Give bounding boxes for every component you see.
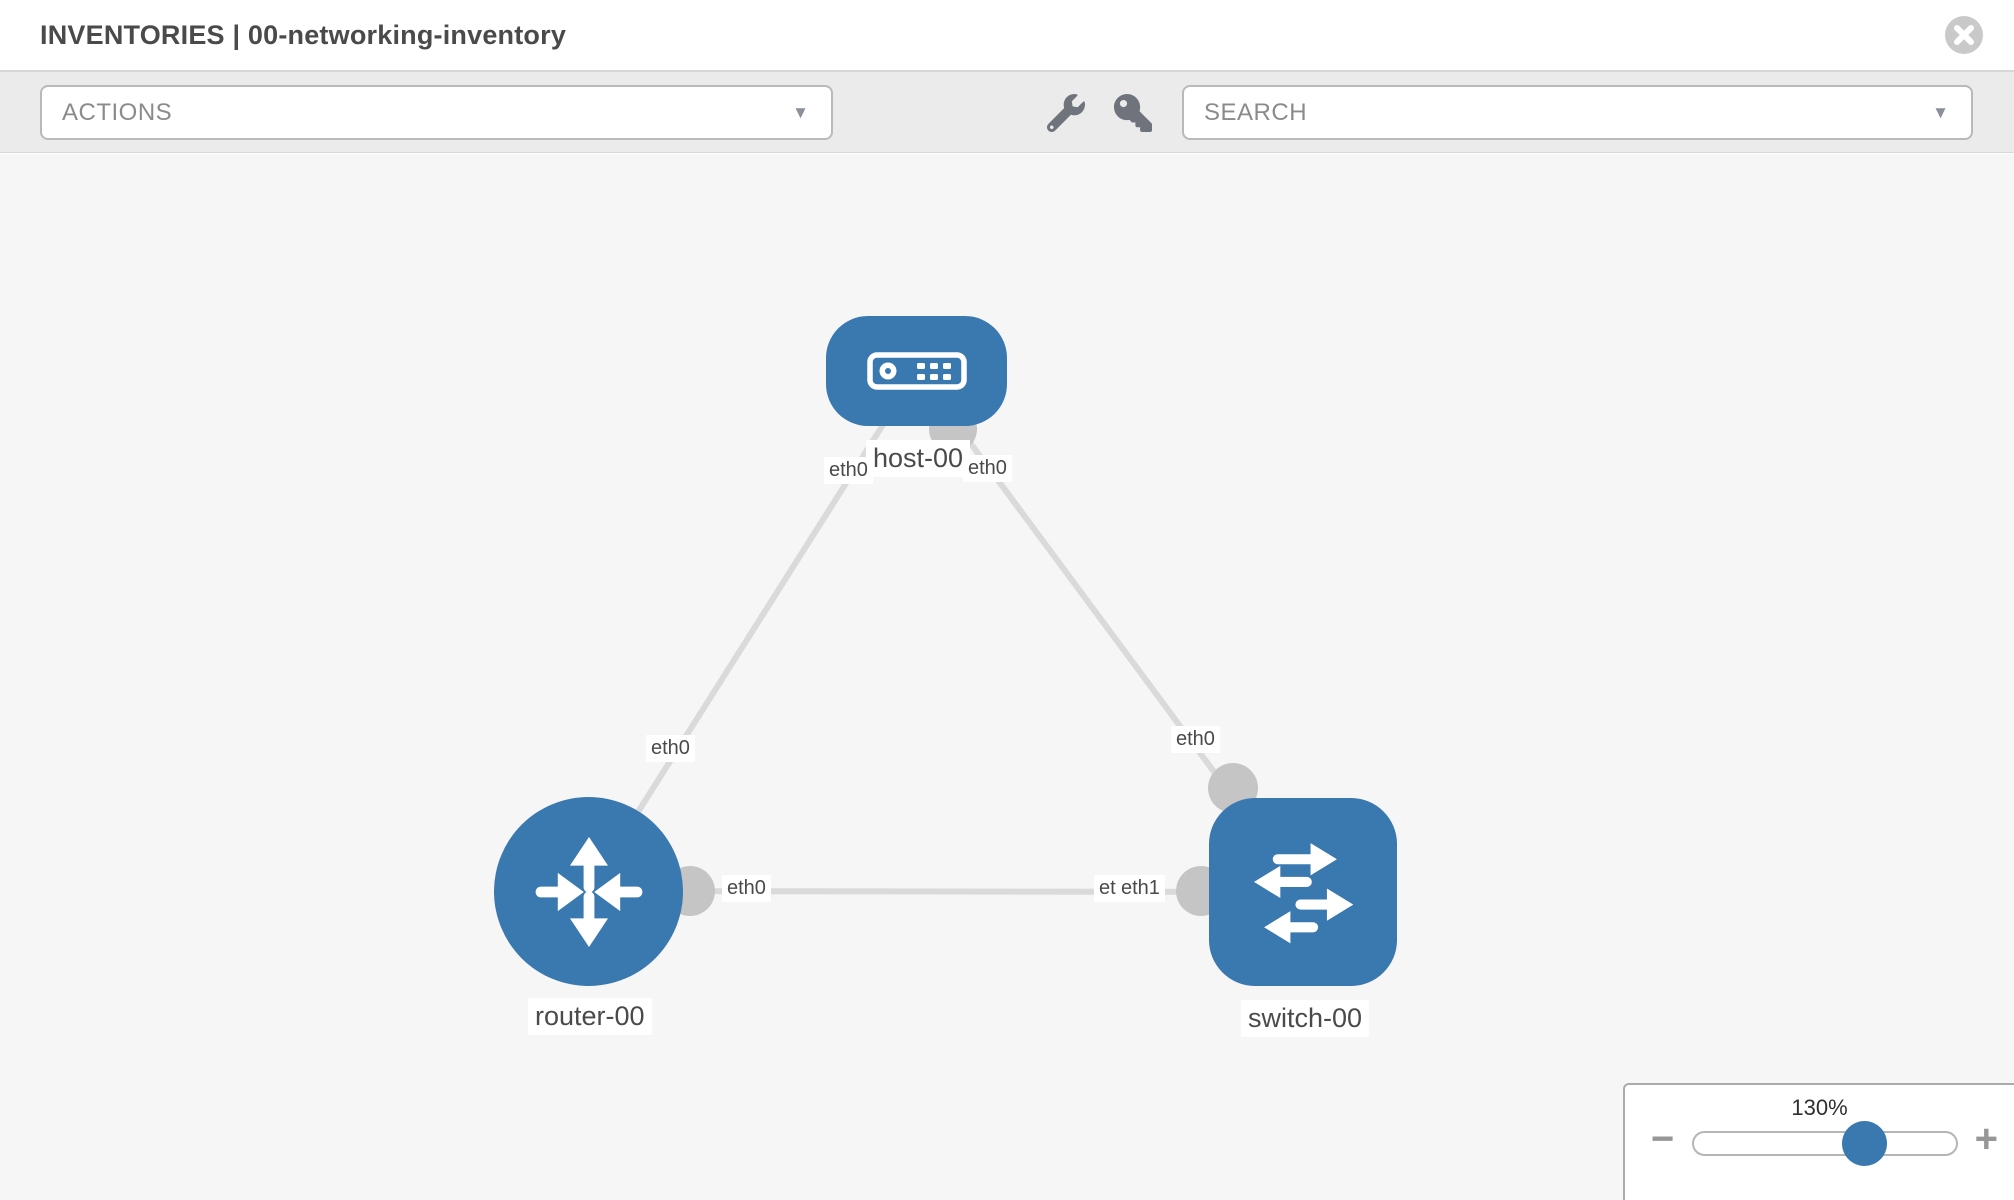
node-host-00[interactable] bbox=[826, 316, 1007, 426]
zoom-slider-thumb[interactable] bbox=[1842, 1121, 1888, 1166]
switch-arrows-icon bbox=[1253, 843, 1354, 944]
actions-dropdown-label: ACTIONS bbox=[62, 99, 173, 126]
search-dropdown[interactable]: SEARCH ▼ bbox=[1182, 85, 1973, 140]
router-arrows-icon bbox=[535, 836, 642, 947]
node-label-router: router-00 bbox=[528, 998, 652, 1035]
port-label-host-router-host-end: eth0 bbox=[824, 457, 873, 484]
zoom-in-button[interactable]: + bbox=[1974, 1117, 1998, 1161]
zoom-value: 130% bbox=[1791, 1095, 1848, 1120]
chevron-down-icon: ▼ bbox=[792, 103, 809, 122]
page-title: INVENTORIES | 00-networking-inventory bbox=[40, 20, 567, 50]
credentials-button[interactable] bbox=[1114, 94, 1152, 132]
port-label-host-router-router-end: eth0 bbox=[646, 735, 695, 762]
port-label-host-switch-host-end: eth0 bbox=[963, 455, 1012, 482]
node-label-switch: switch-00 bbox=[1241, 1000, 1370, 1037]
node-switch-00[interactable] bbox=[1209, 798, 1397, 986]
actions-dropdown[interactable]: ACTIONS ▼ bbox=[40, 85, 833, 140]
search-placeholder: SEARCH bbox=[1204, 99, 1308, 126]
port-label-router-switch-router-end: eth0 bbox=[722, 875, 771, 902]
links-layer bbox=[585, 369, 1306, 916]
port-label-host-switch-switch-end: eth0 bbox=[1171, 726, 1220, 753]
toolbar: ACTIONS ▼ SEARCH ▼ bbox=[0, 72, 2014, 153]
zoom-control-panel: 130% − + bbox=[1623, 1083, 2014, 1200]
port-label-router-switch-switch-end: eth1 bbox=[1116, 875, 1165, 902]
header: INVENTORIES | 00-networking-inventory bbox=[0, 0, 2014, 72]
node-router-00[interactable] bbox=[494, 797, 683, 986]
zoom-slider-track[interactable] bbox=[1692, 1131, 1958, 1156]
configure-button[interactable] bbox=[1046, 94, 1085, 133]
key-icon bbox=[1114, 94, 1152, 132]
zoom-out-button[interactable]: − bbox=[1651, 1117, 1675, 1161]
server-icon bbox=[866, 352, 967, 390]
wrench-icon bbox=[1046, 94, 1085, 133]
close-button[interactable] bbox=[1944, 15, 1984, 55]
topology-canvas[interactable]: host-00 router-00 switch-00 eth0 eth0 et… bbox=[0, 154, 2014, 1200]
close-icon bbox=[1945, 16, 1983, 54]
chevron-down-icon: ▼ bbox=[1932, 103, 1949, 122]
node-label-host: host-00 bbox=[866, 440, 971, 477]
